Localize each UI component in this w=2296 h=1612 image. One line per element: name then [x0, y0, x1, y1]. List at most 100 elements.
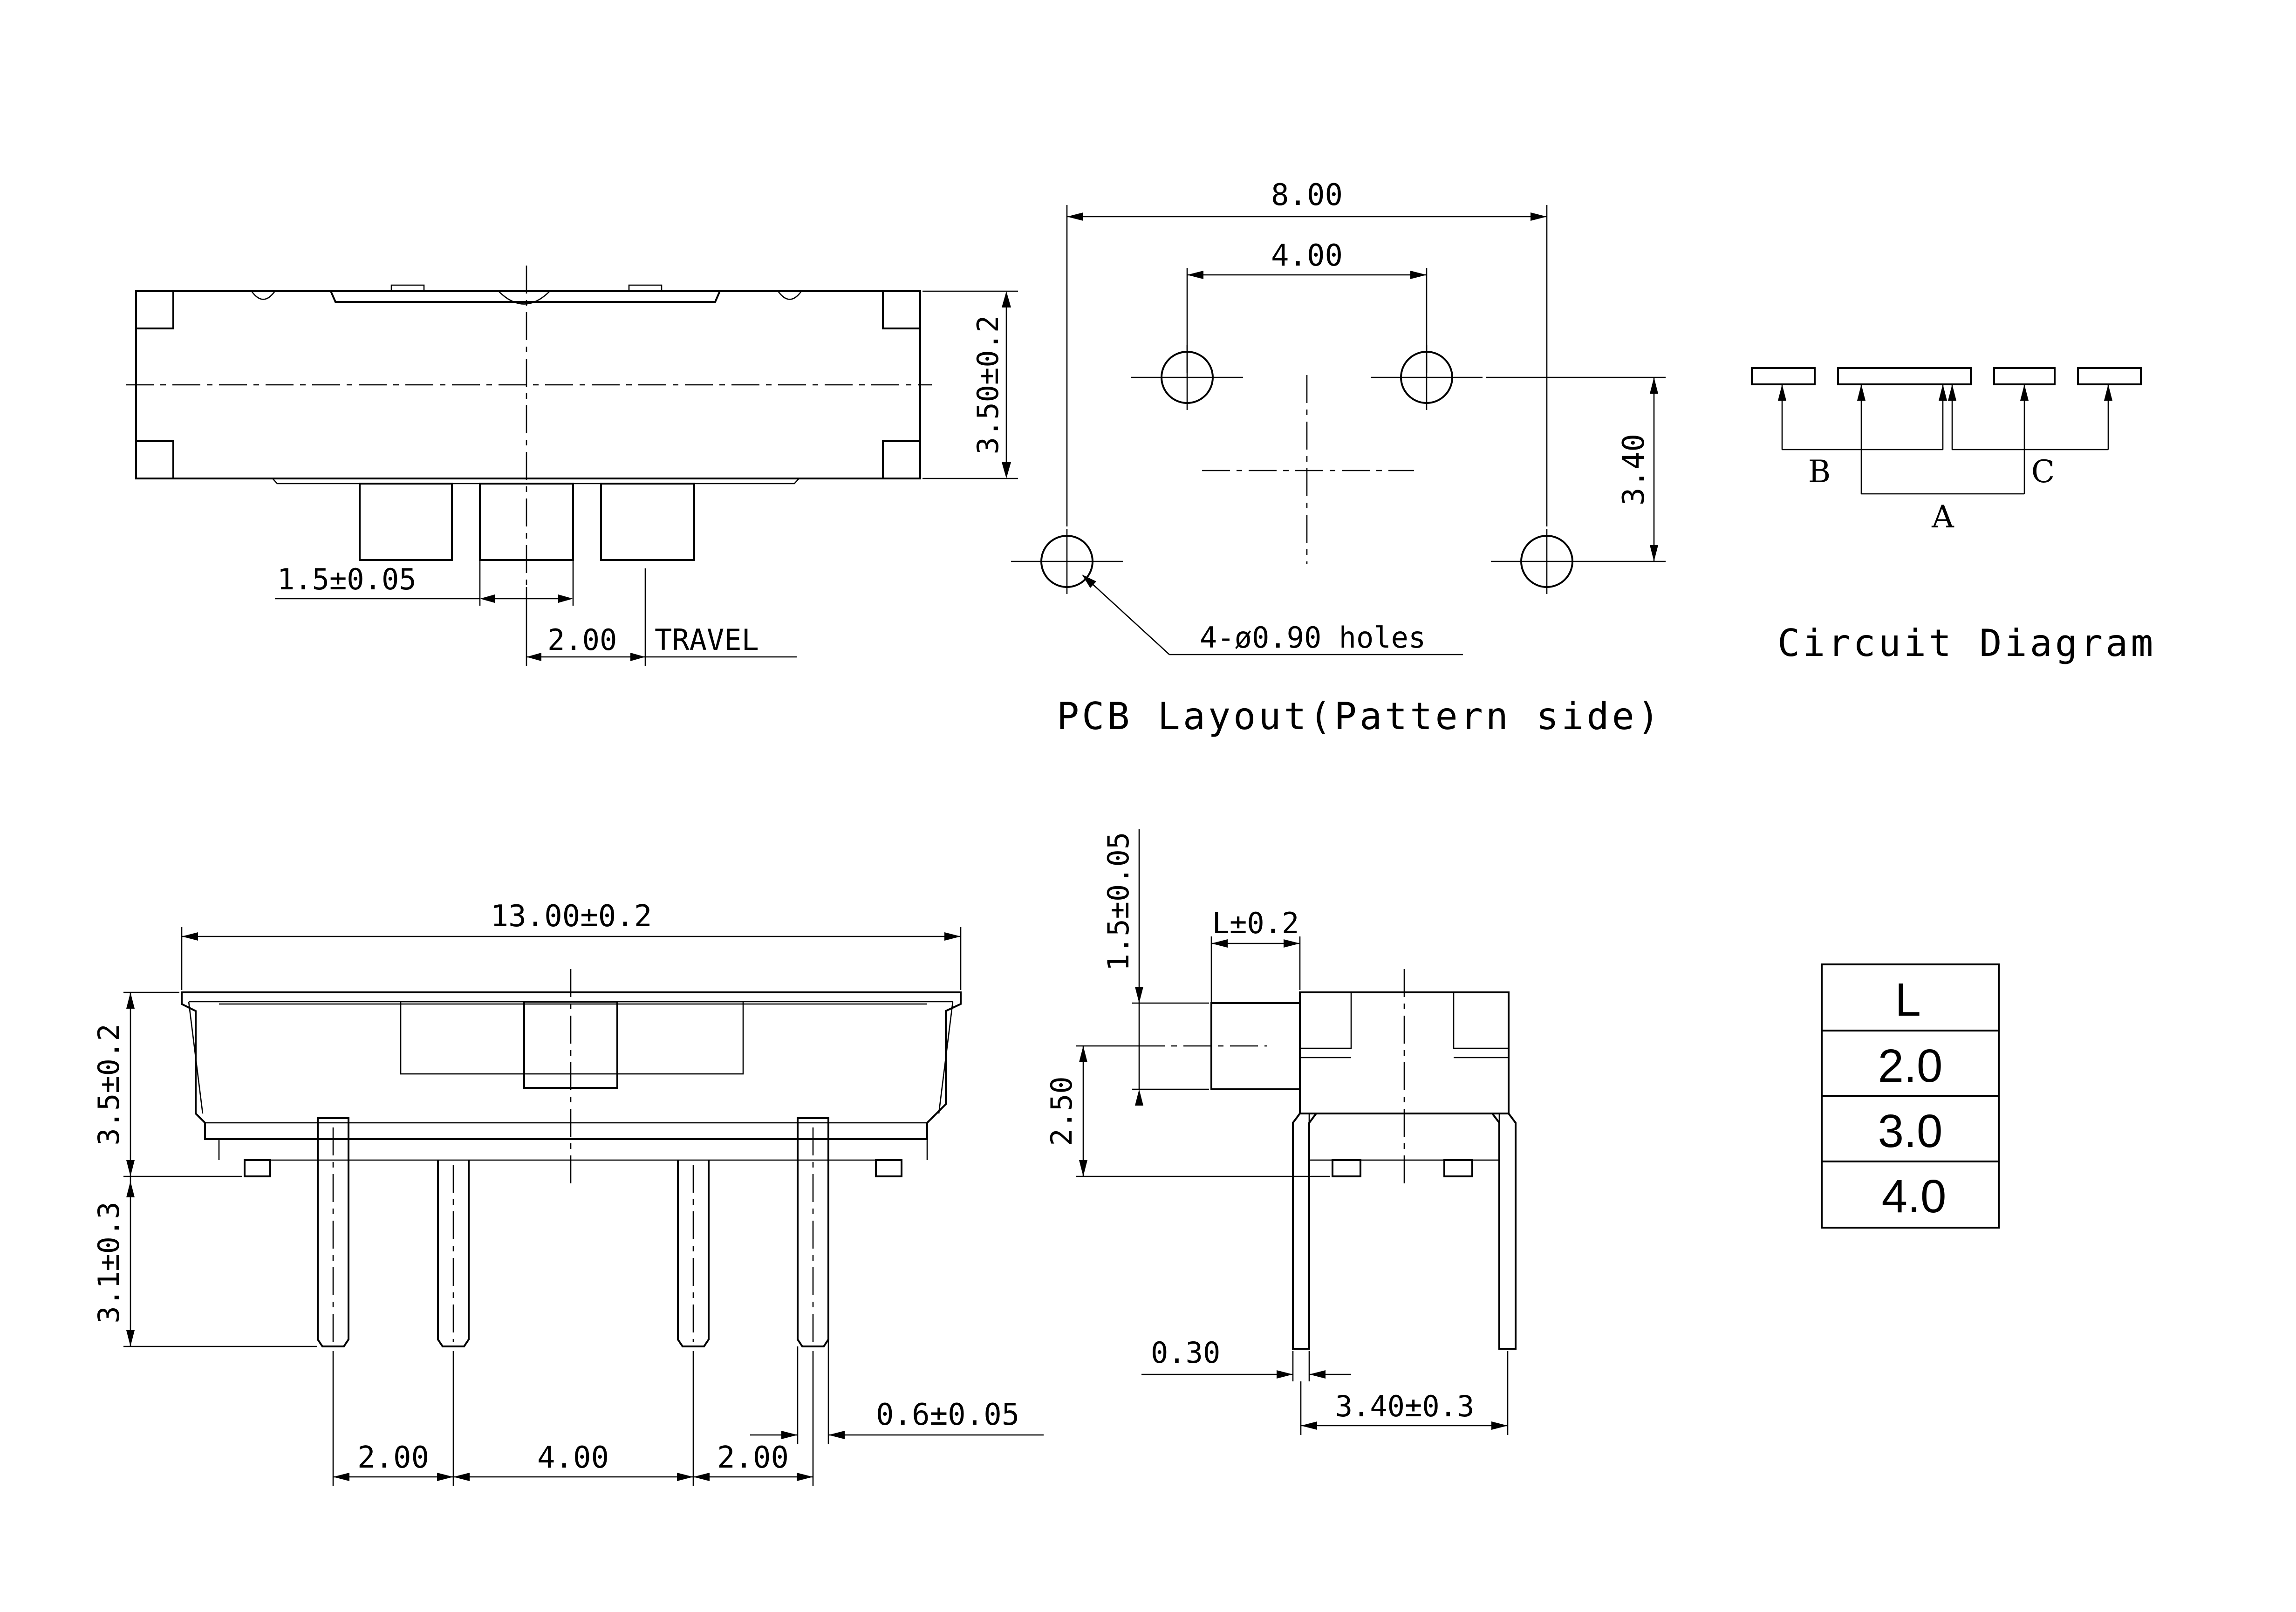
arrowhead — [797, 1473, 813, 1481]
corner-block-tr — [882, 290, 921, 329]
pcb-hole — [1491, 529, 1603, 594]
contact-slider — [1837, 367, 1972, 385]
arrowhead — [1277, 1370, 1293, 1379]
arrowhead — [558, 594, 573, 603]
corner-block-br — [882, 440, 921, 479]
knob-width-label: 1.5±0.05 — [277, 562, 417, 596]
height-dimension-label: 3.50±0.2 — [971, 315, 1005, 455]
front-body-height-label: 3.5±0.2 — [92, 1024, 126, 1145]
side-height-label: 2.50 — [1045, 1076, 1079, 1146]
side-standoff-left — [1332, 1159, 1361, 1177]
front-window — [400, 1001, 744, 1075]
holes-note: 4-ø0.90 holes — [1200, 621, 1426, 655]
arrowhead — [677, 1473, 693, 1481]
arrowhead — [1948, 384, 1956, 401]
arrowhead — [1410, 271, 1427, 279]
arrowhead — [437, 1473, 453, 1481]
front-side-clips — [188, 1001, 954, 1114]
arrowhead — [1187, 271, 1203, 279]
terminal-projection-left — [359, 483, 453, 561]
pitch-left-label: 2.00 — [357, 1441, 429, 1475]
arrowhead — [2020, 384, 2029, 401]
arrowhead — [1301, 1421, 1317, 1430]
arrowhead — [453, 1473, 470, 1481]
contact-pad — [1751, 367, 1816, 385]
circuit-label-b: B — [1808, 454, 1831, 490]
pcb-inner-width-label: 4.00 — [1271, 239, 1343, 273]
side-view: 1.5±0.05 L±0.2 2.50 0.30 3.40±0.3 — [1045, 829, 1517, 1435]
arrowhead — [1778, 384, 1786, 401]
pitch-middle-label: 4.00 — [537, 1441, 609, 1475]
arrowhead — [526, 653, 541, 661]
circuit-label-c: C — [2031, 454, 2055, 490]
arrowhead — [126, 1160, 135, 1176]
l-table-header: L — [1895, 974, 1921, 1026]
arrowhead — [1491, 1421, 1508, 1430]
rail-tab-right — [628, 284, 663, 291]
l-table-cell: 2.0 — [1878, 1040, 1942, 1092]
pcb-width-label: 8.00 — [1271, 178, 1343, 212]
top-rail — [330, 291, 721, 303]
pin-width-label: 0.6±0.05 — [876, 1398, 1019, 1432]
rail-center-notch — [498, 291, 550, 305]
standoff-right — [875, 1159, 902, 1177]
arrowhead — [1079, 1046, 1087, 1062]
side-body-recess — [1300, 992, 1509, 1049]
arrowhead — [126, 992, 135, 1009]
arrowhead — [1211, 939, 1228, 948]
arrowhead — [1082, 574, 1096, 588]
arrowhead — [333, 1473, 349, 1481]
pcb-vertical-dimension-label: 3.40 — [1617, 434, 1651, 505]
terminal-pin — [677, 1160, 710, 1347]
pin-span-label: 3.40±0.3 — [1335, 1389, 1475, 1423]
arrowhead — [1002, 462, 1011, 478]
standoff-left — [244, 1159, 271, 1177]
pcb-layout: 8.00 4.00 — [1011, 178, 1666, 738]
terminal-pin — [797, 1117, 829, 1347]
arrowhead — [693, 1473, 710, 1481]
rail-notch-left — [251, 291, 276, 300]
front-view: 13.00±0.2 3.5±0.2 3.1±0.3 2.00 4.00 2.00 — [92, 899, 1044, 1486]
arrowhead — [630, 653, 645, 661]
arrowhead — [480, 594, 495, 603]
side-standoff-right — [1443, 1159, 1473, 1177]
arrowhead — [1650, 545, 1658, 561]
terminal-pin — [317, 1117, 349, 1347]
arrowhead — [1135, 1089, 1143, 1106]
arrowhead — [944, 932, 961, 941]
travel-label: TRAVEL — [655, 623, 759, 657]
side-pin-left — [1292, 1113, 1317, 1350]
pcb-hole — [1011, 529, 1123, 594]
arrowhead — [1079, 1160, 1087, 1176]
pcb-hole — [1371, 345, 1483, 410]
arrowhead — [781, 1431, 798, 1439]
front-length-label: 13.00±0.2 — [491, 899, 652, 934]
pcb-hole — [1131, 345, 1243, 410]
arrowhead — [126, 1330, 135, 1346]
l-table-cell: 4.0 — [1881, 1170, 1946, 1223]
pitch-right-label: 2.00 — [717, 1441, 789, 1475]
side-knob-length-label: L±0.2 — [1212, 906, 1299, 940]
pcb-layout-title: PCB Layout(Pattern side) — [1057, 695, 1662, 738]
arrowhead — [1939, 384, 1947, 401]
rail-tab-left — [390, 284, 425, 291]
arrowhead — [1135, 987, 1143, 1003]
travel-dimension-label: 2.00 — [547, 623, 617, 657]
contact-pad — [1993, 367, 2056, 385]
side-pin-right — [1491, 1113, 1517, 1350]
arrowhead — [828, 1431, 845, 1439]
arrowhead — [126, 1181, 135, 1197]
arrowhead — [1650, 377, 1658, 394]
circuit-diagram: B C A Circuit Diagram — [1751, 367, 2153, 665]
arrowhead — [1002, 291, 1011, 307]
terminal-pin — [437, 1160, 470, 1347]
terminal-projection-right — [600, 483, 695, 561]
arrowhead — [1309, 1370, 1326, 1379]
arrowhead — [182, 932, 198, 941]
arrowhead — [2104, 384, 2112, 401]
arrowhead — [1067, 212, 1083, 221]
top-view: 3.50±0.2 1.5±0.05 2.00 TRAVEL — [126, 266, 1018, 666]
arrowhead — [1857, 384, 1866, 401]
l-table: L 2.0 3.0 4.0 — [1821, 963, 2000, 1229]
